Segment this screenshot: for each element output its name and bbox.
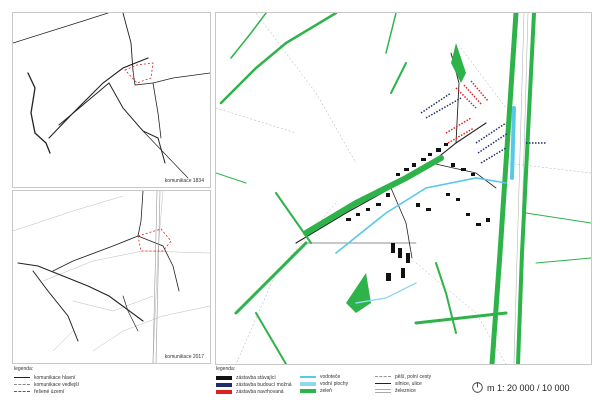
railway-swatch	[375, 388, 391, 393]
red-dashed-line-swatch	[14, 391, 30, 392]
future-development-swatch	[216, 382, 232, 387]
legend-item-railway: železnice	[375, 387, 431, 394]
panel-caption-2017: komunikace 2017	[164, 354, 204, 360]
legend-item-field-paths: pěší, polní cesty	[375, 373, 431, 380]
legend-roads: legenda: komunikace hlavní komunikace ve…	[14, 366, 79, 395]
map-panel-1834: komunikace 1834	[12, 12, 211, 188]
legend-item-existing-development: zástavba stávající	[216, 374, 292, 381]
dashed-line-swatch	[14, 384, 30, 385]
legend-label-side-road: komunikace vedlejší	[34, 381, 80, 388]
solid-line-swatch	[14, 377, 30, 378]
legend-item-watercourses: vodoteče	[300, 373, 348, 380]
legend-paths: pěší, polní cesty silnice, ulice železni…	[375, 373, 431, 394]
road-map-2017	[13, 191, 210, 363]
proposed-development-swatch	[216, 389, 232, 394]
legend-item-side-road: komunikace vedlejší	[14, 381, 79, 388]
legend-item-future-development: zástavba budoucí možná	[216, 381, 292, 388]
road-street-swatch	[375, 383, 391, 384]
watercourse-swatch	[300, 375, 316, 378]
legend-land-use: legenda: zástavba stávající zástavba bud…	[216, 366, 292, 395]
legend-item-proposed-development: zástavba navrhovaná	[216, 388, 292, 395]
map-scale: m 1: 20 000 / 10 000	[472, 382, 570, 393]
legend-label-greenery: zeleň	[320, 387, 332, 394]
legend-item-greenery: zeleň	[300, 387, 348, 394]
legend-item-water-areas: vodní plochy	[300, 380, 348, 387]
greenery-swatch	[300, 388, 316, 393]
map-panel-2017: komunikace 2017	[12, 190, 211, 364]
legend-roads-title: legenda:	[14, 366, 34, 372]
legend-item-solved-area: řešené území	[14, 388, 79, 395]
legend-label-proposed-development: zástavba navrhovaná	[236, 388, 284, 395]
legend-label-existing-development: zástavba stávající	[236, 374, 276, 381]
scale-label: m 1: 20 000 / 10 000	[487, 382, 570, 393]
legend-label-water-areas: vodní plochy	[320, 380, 349, 387]
legend-item-main-road: komunikace hlavní	[14, 374, 79, 381]
legend-label-future-development: zástavba budoucí možná	[236, 381, 292, 388]
legend-label-watercourses: vodoteče	[320, 373, 341, 380]
water-area-swatch	[300, 381, 316, 386]
field-path-swatch	[375, 376, 391, 377]
land-use-plan-svg	[216, 13, 591, 364]
existing-development-swatch	[216, 375, 232, 380]
legend-item-roads-streets: silnice, ulice	[375, 380, 431, 387]
road-map-1834	[13, 13, 210, 179]
legend-label-main-road: komunikace hlavní	[34, 374, 76, 381]
north-arrow-icon	[472, 382, 483, 393]
panel-caption-1834: komunikace 1834	[164, 178, 204, 184]
land-use-plan-map	[215, 12, 592, 365]
legend-water-green: vodoteče vodní plochy zeleň	[300, 373, 348, 394]
legend-land-use-title: legenda:	[216, 366, 236, 372]
legend-label-roads-streets: silnice, ulice	[395, 380, 422, 387]
legend-label-solved-area: řešené území	[34, 388, 65, 395]
legend-label-railway: železnice	[395, 387, 416, 394]
legend-label-field-paths: pěší, polní cesty	[395, 373, 432, 380]
